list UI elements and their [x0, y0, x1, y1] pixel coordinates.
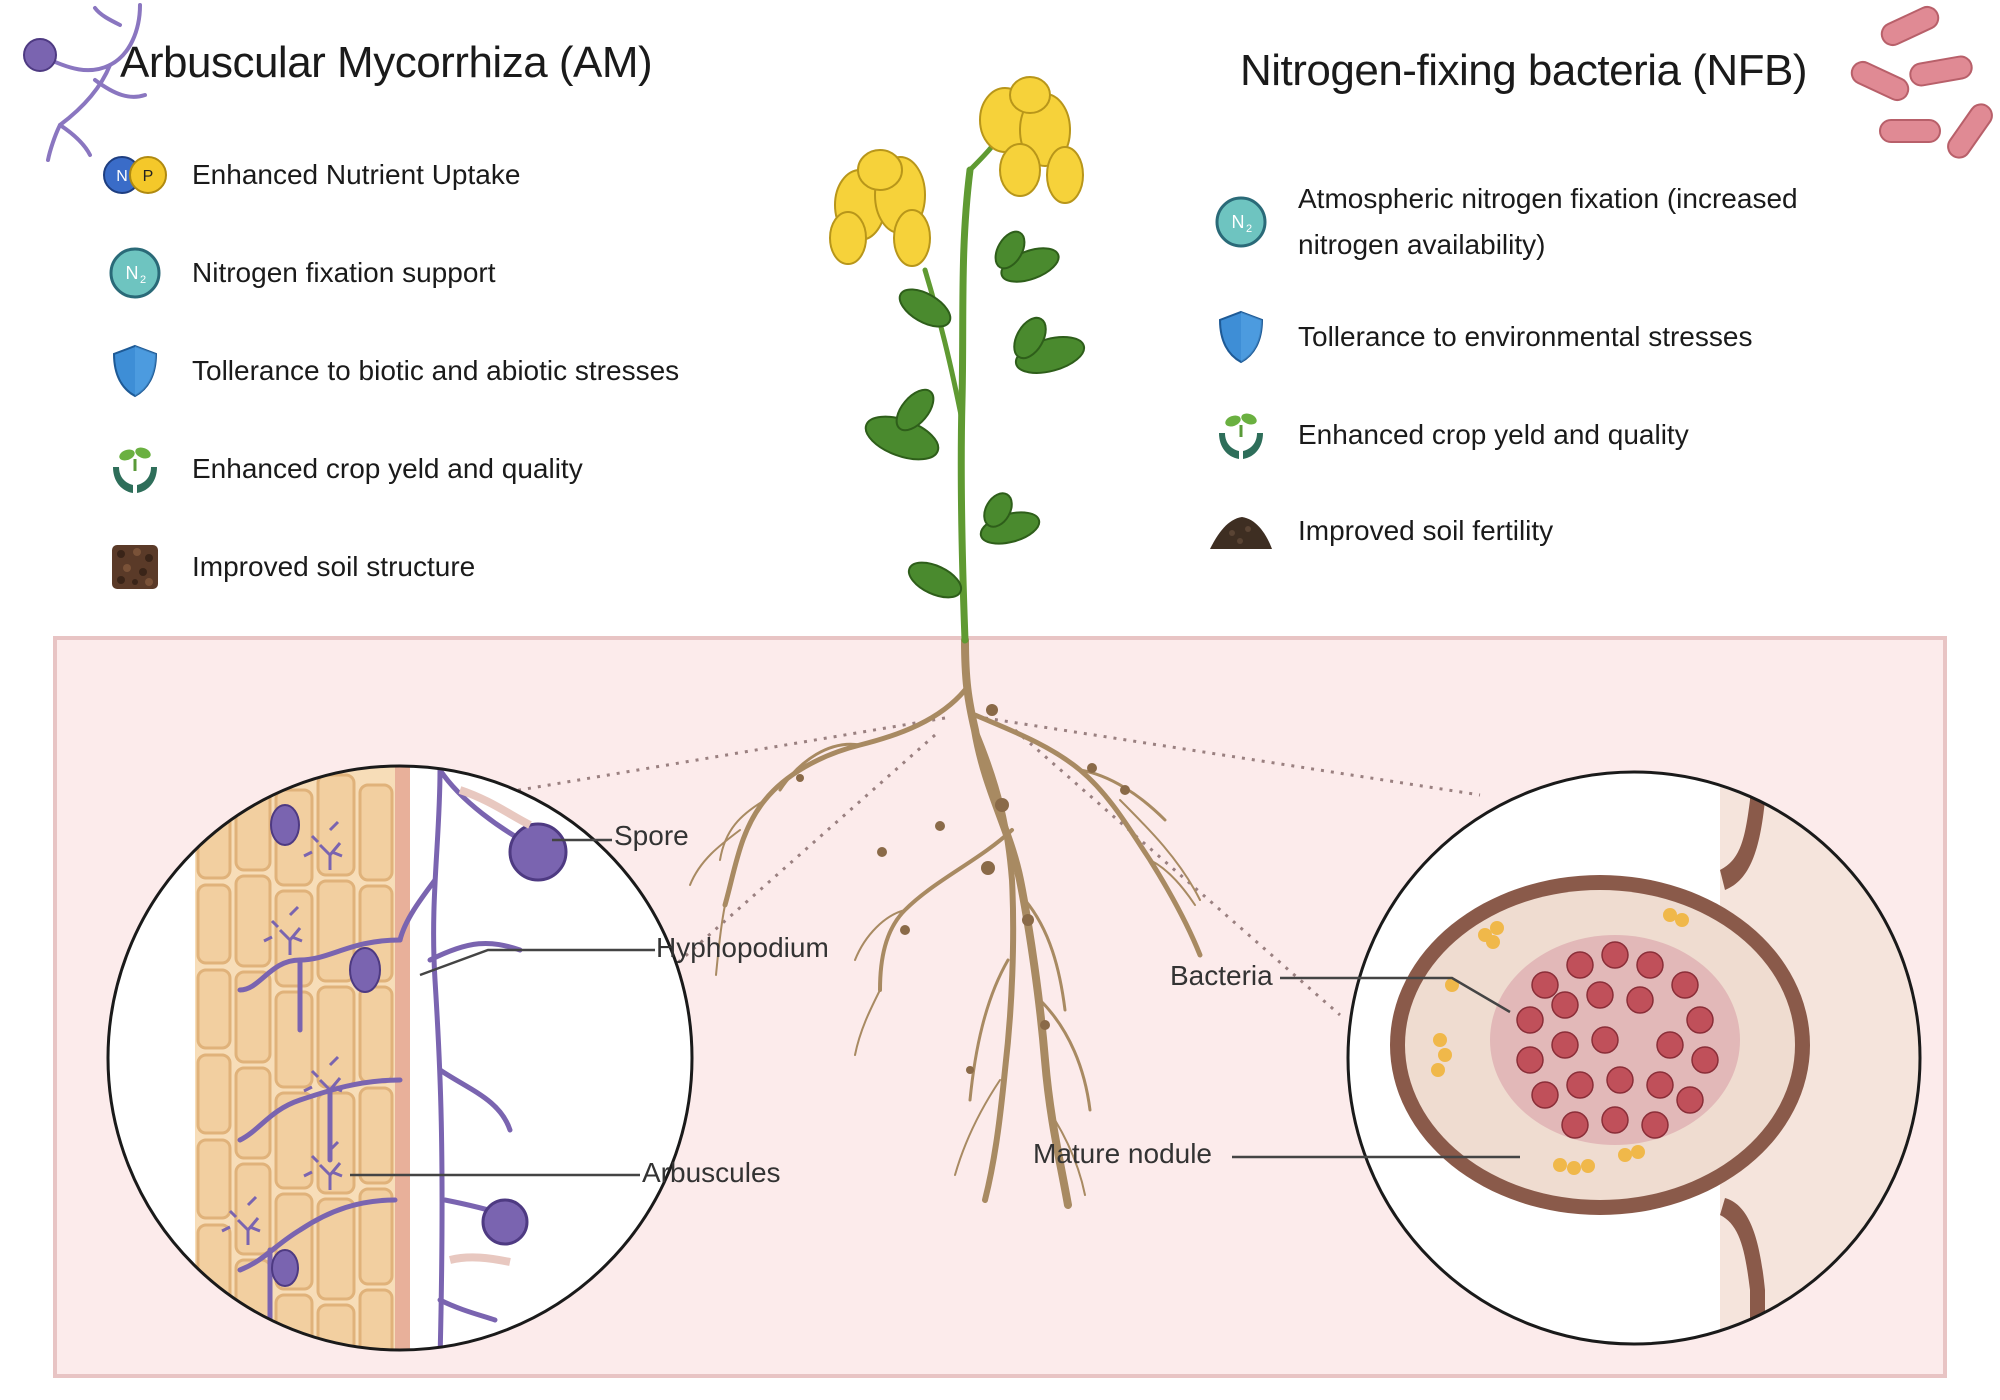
hands-seedling-icon [100, 434, 170, 504]
n-letter: N [116, 168, 128, 185]
nfb-magnifier-circle [1346, 770, 1922, 1346]
am-benefit-soil: Improved soil structure [100, 532, 475, 602]
nfb-benefit-soil: Improved soil fertility [1206, 496, 1553, 566]
root-nodules [796, 704, 1130, 1074]
am-benefit-label: Nitrogen fixation support [192, 257, 496, 288]
hyphopodium-label: Hyphopodium [656, 932, 829, 963]
arbuscules-label: Arbuscules [642, 1157, 781, 1188]
shield-icon [100, 336, 170, 406]
am-benefit-label: Tollerance to biotic and abiotic stresse… [192, 355, 680, 386]
nfb-benefit-label: Atmospheric nitrogen fixation (increased… [1298, 183, 1798, 260]
np-nutrient-icon: N P [100, 140, 170, 210]
fungus-spore-icon [23, 38, 57, 72]
am-title: Arbuscular Mycorrhiza (AM) [120, 38, 653, 87]
nfb-benefit-tolerance: Tollerance to environmental stresses [1206, 302, 1752, 372]
nfb-benefit-label: Enhanced crop yeld and quality [1298, 419, 1689, 450]
bacteria-cluster-icon [1850, 5, 1993, 159]
nfb-benefit-label: Tollerance to environmental stresses [1298, 321, 1753, 352]
am-benefit-tolerance: Tollerance to biotic and abiotic stresse… [100, 336, 679, 406]
bacteria-label: Bacteria [1170, 960, 1273, 991]
plant-flowers [829, 76, 1084, 267]
nfb-nodule-section [1390, 772, 1920, 1344]
am-benefit-yield: Enhanced crop yeld and quality [100, 434, 583, 504]
n2-letter: N [126, 263, 139, 283]
am-magnifier-circle [106, 764, 694, 1352]
am-benefit-nitrogen: N 2 Nitrogen fixation support [100, 238, 496, 308]
p-letter: P [143, 168, 154, 185]
plant-leaves [864, 230, 1086, 599]
zoom-lines [489, 716, 1481, 1017]
nfb-benefit-label: Improved soil fertility [1298, 515, 1554, 546]
n2-icon: N 2 [1206, 187, 1276, 257]
soil-block-icon [100, 532, 170, 602]
am-benefit-label: Enhanced crop yeld and quality [192, 453, 583, 484]
hands-seedling-icon [1206, 400, 1276, 470]
am-root-cells [195, 766, 568, 1350]
soil-mound-icon [1206, 496, 1276, 566]
fungus-hyphae-icon [38, 3, 147, 162]
nfb-benefit-yield: Enhanced crop yeld and quality [1206, 400, 1689, 470]
am-benefit-nutrient: N P Enhanced Nutrient Uptake [100, 140, 520, 210]
n2-letter: N [1232, 212, 1245, 232]
spore-label: Spore [614, 820, 689, 851]
nfb-leader-lines [1232, 976, 1520, 1159]
nfb-benefit-fixation: N 2 Atmospheric nitrogen fixation (incre… [1206, 176, 1886, 268]
am-benefit-label: Improved soil structure [192, 551, 476, 582]
nfb-title: Nitrogen-fixing bacteria (NFB) [1240, 46, 1807, 95]
shield-icon [1206, 302, 1276, 372]
am-benefit-label: Enhanced Nutrient Uptake [192, 159, 521, 190]
am-leader-lines [350, 838, 655, 1177]
plant-stem [922, 117, 1008, 644]
root-system [689, 636, 1203, 1209]
n2-icon: N 2 [100, 238, 170, 308]
n2-subscript: 2 [140, 274, 146, 286]
mature-nodule-label: Mature nodule [1033, 1138, 1213, 1169]
n2-subscript: 2 [1246, 223, 1252, 235]
